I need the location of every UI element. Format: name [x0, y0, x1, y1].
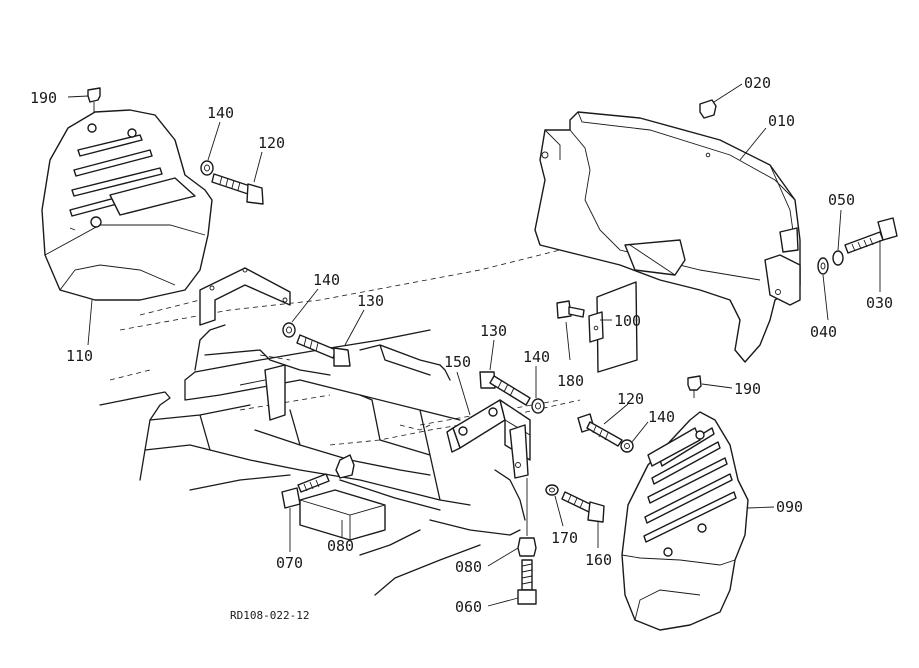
callout-190-left: 190 [30, 89, 57, 107]
callout-120-right: 120 [617, 390, 644, 408]
drawing-code: RD108-022-12 [230, 609, 309, 622]
callout-110: 110 [66, 347, 93, 365]
callout-090: 090 [776, 498, 803, 516]
callout-140-mid: 140 [523, 348, 550, 366]
callout-010: 010 [768, 112, 795, 130]
callout-030: 030 [866, 294, 893, 312]
callout-040: 040 [810, 323, 837, 341]
fasteners [87, 87, 898, 605]
part-100-plate [588, 281, 638, 373]
callout-080-bottom: 080 [455, 558, 482, 576]
callout-170: 170 [551, 529, 578, 547]
callout-050: 050 [828, 191, 855, 209]
callout-140-mid-left: 140 [313, 271, 340, 289]
part-090-right-guard [621, 411, 749, 631]
left-bracket [199, 267, 291, 421]
callout-labels: 190 140 120 140 130 110 130 150 140 180 … [30, 74, 893, 622]
callout-140-top-left: 140 [207, 104, 234, 122]
callout-190-right: 190 [734, 380, 761, 398]
callout-070: 070 [276, 554, 303, 572]
callout-100: 100 [614, 312, 641, 330]
callout-150: 150 [444, 353, 471, 371]
callout-130-mid: 130 [480, 322, 507, 340]
callout-080-left: 080 [327, 537, 354, 555]
callout-140-right: 140 [648, 408, 675, 426]
part-150-bracket [446, 399, 531, 479]
callout-160: 160 [585, 551, 612, 569]
part-010-right-panel [534, 111, 801, 363]
callout-130-left: 130 [357, 292, 384, 310]
callout-180: 180 [557, 372, 584, 390]
leader-lines [67, 83, 881, 607]
callout-060: 060 [455, 598, 482, 616]
callout-120-top-left: 120 [258, 134, 285, 152]
callout-020: 020 [744, 74, 771, 92]
part-110-left-guard [41, 109, 213, 301]
